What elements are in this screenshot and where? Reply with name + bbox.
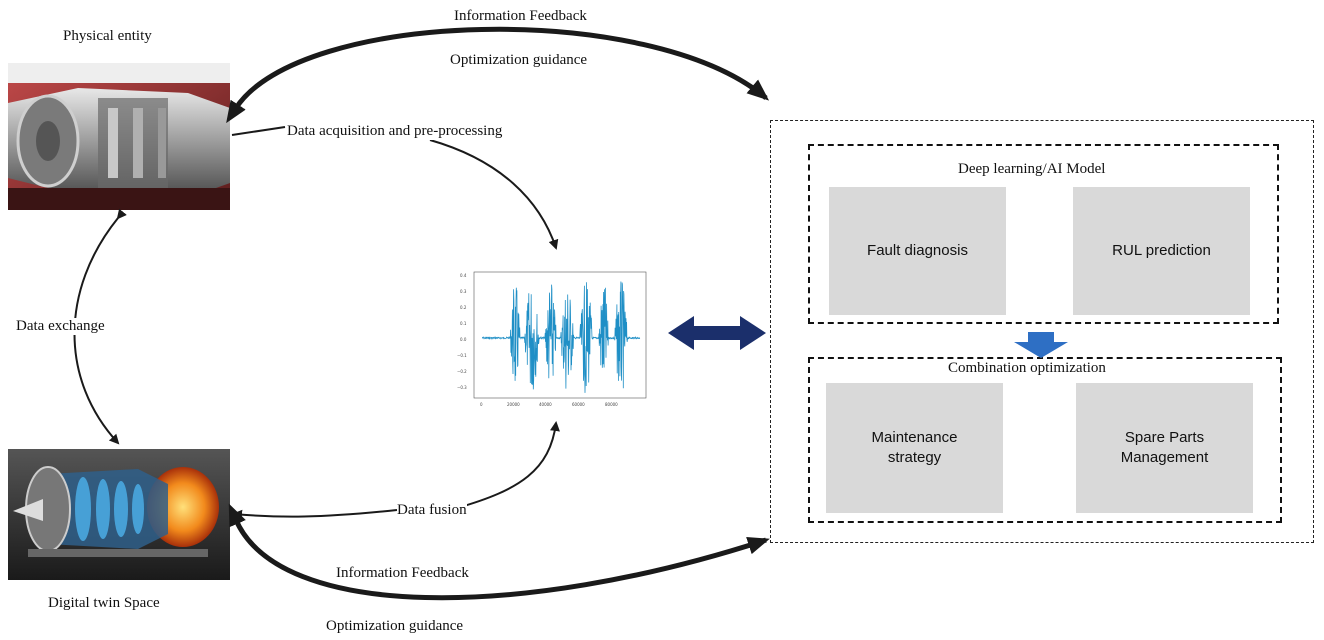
svg-text:20000: 20000 xyxy=(507,402,520,407)
opt-guidance-top-label: Optimization guidance xyxy=(450,52,588,68)
data-fusion-label: Data fusion xyxy=(397,502,467,519)
svg-text:−0.2: −0.2 xyxy=(457,369,467,374)
svg-text:−0.3: −0.3 xyxy=(457,385,467,390)
bottom-feedback-arrow xyxy=(228,503,770,601)
maintenance-strategy-box: Maintenance strategy xyxy=(826,383,1003,513)
data-acquisition-label: Data acquisition and pre-processing xyxy=(287,123,503,140)
top-feedback-arrow xyxy=(226,26,770,124)
svg-text:0.1: 0.1 xyxy=(460,321,467,326)
fault-diagnosis-label: Fault diagnosis xyxy=(867,241,968,259)
jet-engine-photo-icon xyxy=(8,63,230,210)
svg-text:0: 0 xyxy=(480,402,483,407)
model-panel-outer xyxy=(770,120,1314,543)
combo-section-frame xyxy=(808,357,1282,523)
jet-engine-render-icon xyxy=(8,449,230,580)
double-arrow-icon xyxy=(668,316,766,350)
digital-twin-image xyxy=(8,449,230,580)
dl-section-title: Deep learning/AI Model xyxy=(958,161,1106,177)
rul-prediction-label: RUL prediction xyxy=(1112,241,1211,259)
svg-text:0.4: 0.4 xyxy=(460,273,467,278)
rul-prediction-box: RUL prediction xyxy=(1073,187,1250,315)
info-feedback-top-label: Information Feedback xyxy=(454,8,587,24)
data-fusion-arrow xyxy=(456,421,560,509)
data-exchange-label: Data exchange xyxy=(16,318,105,335)
svg-text:−0.1: −0.1 xyxy=(457,353,467,358)
maintenance-strategy-label: Maintenance strategy xyxy=(871,428,958,466)
opt-guidance-bottom-label: Optimization guidance xyxy=(326,618,464,634)
digital-twin-label: Digital twin Space xyxy=(48,595,160,611)
signal-waveform: 0.4 0.3 0.2 0.1 0.0 −0.1 −0.2 −0.3 0 20000 4000… xyxy=(457,271,647,407)
svg-text:60000: 60000 xyxy=(572,402,585,407)
svg-text:40000: 40000 xyxy=(539,402,552,407)
info-feedback-bottom-label: Information Feedback xyxy=(336,565,469,581)
data-fusion-left-arrow xyxy=(232,509,398,520)
data-acquisition-arrow xyxy=(231,126,556,248)
combo-section-title: Combination optimization xyxy=(946,360,1108,377)
svg-text:0.0: 0.0 xyxy=(460,337,467,342)
spare-parts-label: Spare Parts Management xyxy=(1120,428,1209,466)
physical-entity-label: Physical entity xyxy=(63,28,152,44)
svg-text:0.2: 0.2 xyxy=(460,305,467,310)
physical-entity-image xyxy=(8,63,230,210)
svg-text:0.3: 0.3 xyxy=(460,289,467,294)
dl-section-frame xyxy=(808,144,1279,324)
fault-diagnosis-box: Fault diagnosis xyxy=(829,187,1006,315)
spare-parts-box: Spare Parts Management xyxy=(1076,383,1253,513)
down-arrow-icon xyxy=(1014,332,1068,358)
svg-text:80000: 80000 xyxy=(605,402,618,407)
signal-plot: 0.4 0.3 0.2 0.1 0.0 −0.1 −0.2 −0.3 0 20000 4000… xyxy=(452,268,652,410)
